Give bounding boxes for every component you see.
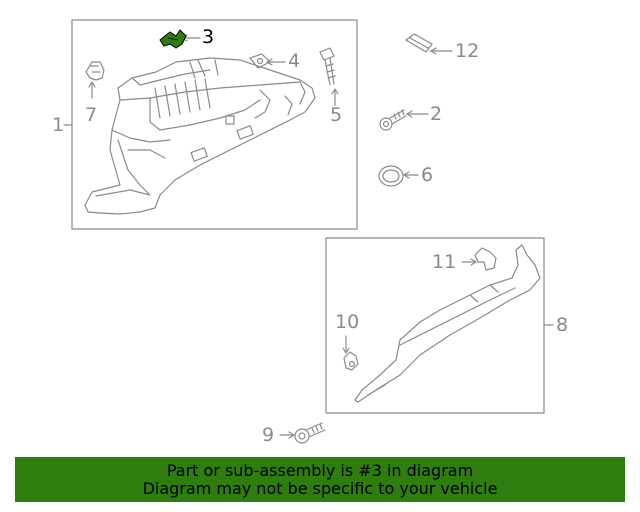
part-4-nut [249,53,286,69]
callout-8: 8 [556,314,569,336]
glove-box-assembly-frame [71,19,358,230]
part-info-banner: Part or sub-assembly is #3 in diagram Di… [15,457,625,502]
glove-box-drawing [84,57,316,215]
part-5-stud [319,47,339,106]
banner-line-1: Part or sub-assembly is #3 in diagram [166,460,474,480]
callout-6: 6 [421,164,434,186]
callout-11: 11 [432,251,457,273]
callout-2: 2 [430,103,443,125]
part-11-clip [461,247,497,271]
part-9-bolt [279,422,326,444]
callout-1: 1 [52,114,65,136]
callout-10: 10 [335,311,360,333]
part-2-bolt [379,109,429,131]
callout-12: 12 [455,40,480,62]
callout-9: 9 [262,424,275,446]
part-3-highlighted [159,29,187,49]
parts-diagram [63,19,554,444]
callout-3: 3 [202,26,215,48]
banner-line-2: Diagram may not be specific to your vehi… [142,478,498,498]
bracket-drawing [354,244,541,403]
part-7-clip [85,61,105,99]
callout-5: 5 [330,104,343,126]
callout-7: 7 [85,104,98,126]
part-12-clip [405,33,453,55]
part-6-grommet [378,165,419,187]
callout-4: 4 [288,50,301,72]
part-10-pin [342,335,359,371]
